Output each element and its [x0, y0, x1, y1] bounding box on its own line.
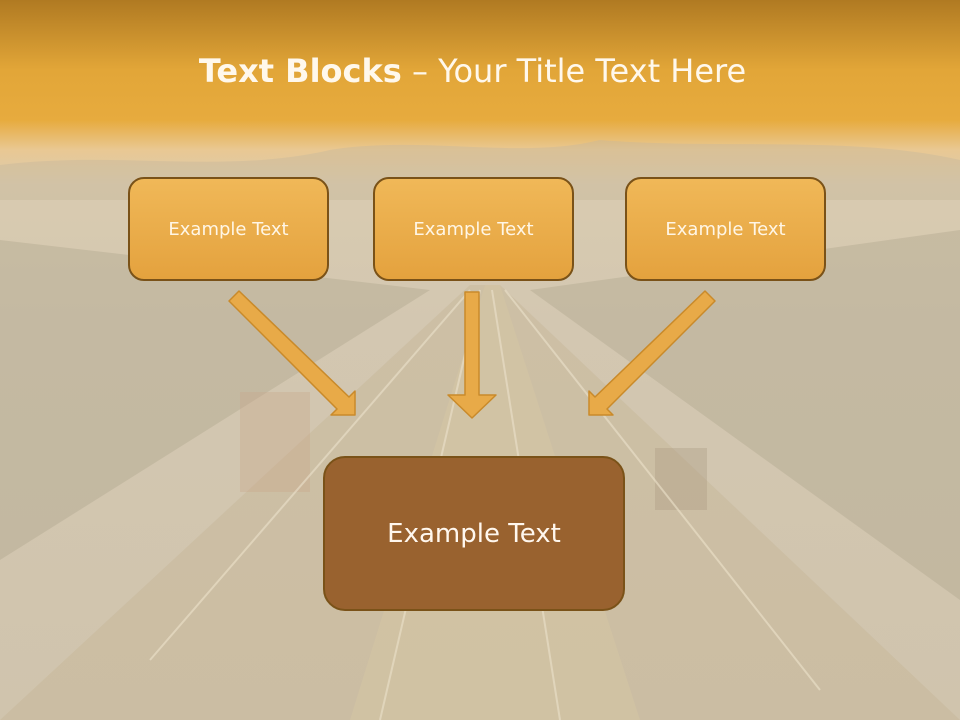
text-box-right[interactable]: Example Text [625, 177, 826, 281]
title-rest: – Your Title Text Here [401, 52, 747, 90]
arrow-center [447, 291, 497, 419]
text-box-bottom[interactable]: Example Text [323, 456, 625, 611]
text-box-center[interactable]: Example Text [373, 177, 574, 281]
text-box-bottom-label: Example Text [387, 518, 561, 549]
slide-title: Text Blocks – Your Title Text Here [0, 52, 945, 90]
arrow-left [228, 290, 356, 416]
arrow-right [588, 290, 716, 416]
text-box-left-label: Example Text [168, 218, 289, 240]
text-box-right-label: Example Text [665, 218, 786, 240]
text-box-center-label: Example Text [413, 218, 534, 240]
text-box-left[interactable]: Example Text [128, 177, 329, 281]
title-bold: Text Blocks [198, 52, 402, 90]
